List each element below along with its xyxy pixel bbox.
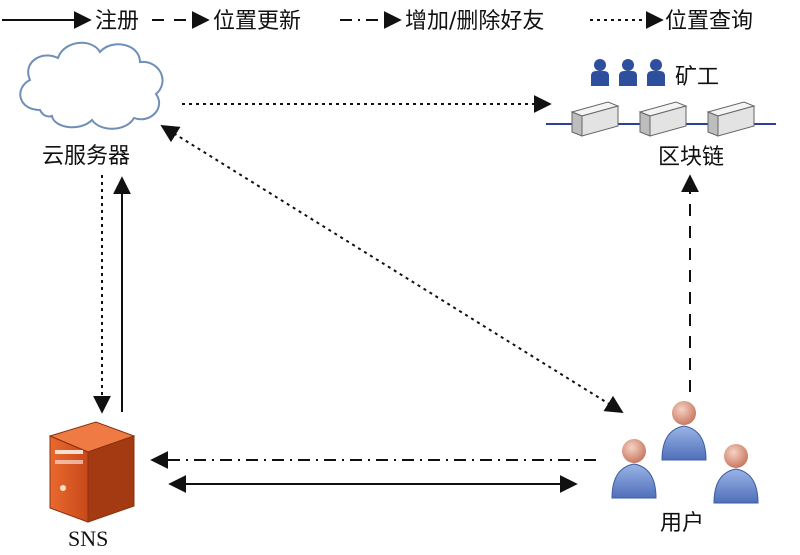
legend-query-label: 位置查询 <box>665 9 753 34</box>
blockchain-label: 区块链 <box>658 145 724 170</box>
block-icon <box>570 101 620 137</box>
miner-icon <box>619 59 637 86</box>
users: 用户 <box>611 401 759 536</box>
block-icon <box>706 101 756 137</box>
users-label: 用户 <box>660 511 704 536</box>
user-icon <box>661 401 707 461</box>
legend-addremove-label: 增加/删除好友 <box>405 9 544 34</box>
cloud-server: 云服务器 <box>19 42 164 169</box>
server-icon <box>48 421 136 523</box>
edge-cloud-users-query <box>160 125 624 413</box>
legend-register-label: 注册 <box>95 9 139 34</box>
legend-update-label: 位置更新 <box>213 9 301 34</box>
miners: 矿工 <box>591 59 719 90</box>
cloud-icon <box>19 42 164 130</box>
miners-label: 矿工 <box>675 65 719 90</box>
blockchain: 区块链 <box>546 101 776 170</box>
miner-icon <box>591 59 609 86</box>
legend: 注册 位置更新 增加/删除好友 位置查询 <box>2 9 753 34</box>
user-icon <box>713 444 759 504</box>
sns-label: SNS <box>68 526 108 551</box>
sns-server: SNS <box>48 421 136 551</box>
user-icon <box>611 439 657 499</box>
miner-icon <box>647 59 665 86</box>
cloud-server-label: 云服务器 <box>42 144 130 169</box>
block-icon <box>638 101 688 137</box>
